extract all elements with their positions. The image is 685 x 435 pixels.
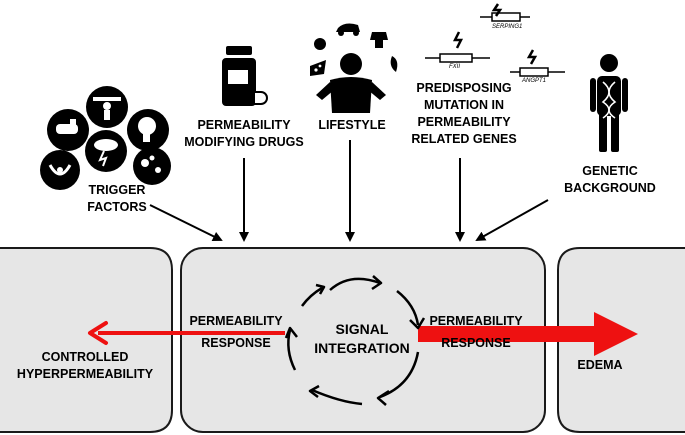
dna-person-icon <box>590 54 628 152</box>
controlled-hyperpermeability-label: CONTROLLED HYPERPERMEABILITY <box>10 349 160 383</box>
left-outcome-box <box>0 247 173 433</box>
lifestyle-icon <box>310 23 398 113</box>
edema-label: EDEMA <box>570 357 630 374</box>
ball-icon <box>314 38 326 50</box>
signal-integration-label: SIGNAL INTEGRATION <box>314 320 410 358</box>
drugs-label: PERMEABILITY MODIFYING DRUGS <box>178 117 310 151</box>
genetic-label: GENETIC BACKGROUND <box>560 163 660 197</box>
perm-left-line-1: PERMEABILITY <box>189 314 283 328</box>
mutation-label: PREDISPOSING MUTATION IN PERMEABILITY RE… <box>408 80 520 148</box>
pill-bottle-icon <box>222 46 268 106</box>
drugs-line-2: MODIFYING DRUGS <box>184 135 304 149</box>
perm-response-left-label: PERMEABILITY RESPONSE <box>186 313 286 352</box>
perm-left-line-2: RESPONSE <box>201 336 271 350</box>
genetic-line-2: BACKGROUND <box>564 181 656 195</box>
trigger-factors-icons <box>40 86 171 190</box>
drugs-line-1: PERMEABILITY <box>197 118 291 132</box>
arrow-genetic-to-center <box>475 199 549 241</box>
mutation-line-1: PREDISPOSING <box>416 81 512 95</box>
edema-line-1: EDEMA <box>577 358 623 372</box>
gene-label-serping1: SERPING1 <box>492 24 523 30</box>
arrow-trigger-to-center <box>149 204 223 241</box>
gene-label-fxii: FXII <box>449 64 461 70</box>
signal-line-1: SIGNAL <box>335 321 389 337</box>
lifestyle-label: LIFESTYLE <box>314 117 390 134</box>
controlled-line-2: HYPERPERMEABILITY <box>16 367 154 381</box>
perm-right-line-2: RESPONSE <box>441 336 511 350</box>
trigger-factors-label: TRIGGER FACTORS <box>77 182 157 216</box>
gene-mutation-schematic <box>425 3 565 77</box>
controlled-line-1: CONTROLLED <box>41 350 129 364</box>
lifestyle-line-1: LIFESTYLE <box>318 118 386 132</box>
perm-right-line-1: PERMEABILITY <box>429 314 523 328</box>
trigger-factors-line-2: FACTORS <box>87 200 147 214</box>
mutation-line-3: PERMEABILITY <box>417 115 511 129</box>
signal-line-2: INTEGRATION <box>314 340 410 356</box>
mutation-line-2: MUTATION IN <box>423 98 505 112</box>
mutation-line-4: RELATED GENES <box>411 132 517 146</box>
trigger-factors-line-1: TRIGGER <box>88 183 146 197</box>
infection-icon <box>133 147 171 185</box>
controlled-response-arrow <box>88 321 285 345</box>
perm-response-right-label: PERMEABILITY RESPONSE <box>426 313 526 352</box>
signal-cycle-arrows <box>284 275 426 406</box>
gene-label-angpt1: ANGPT1 <box>522 78 547 84</box>
edema-arrow <box>418 312 638 356</box>
genetic-line-1: GENETIC <box>582 164 638 178</box>
